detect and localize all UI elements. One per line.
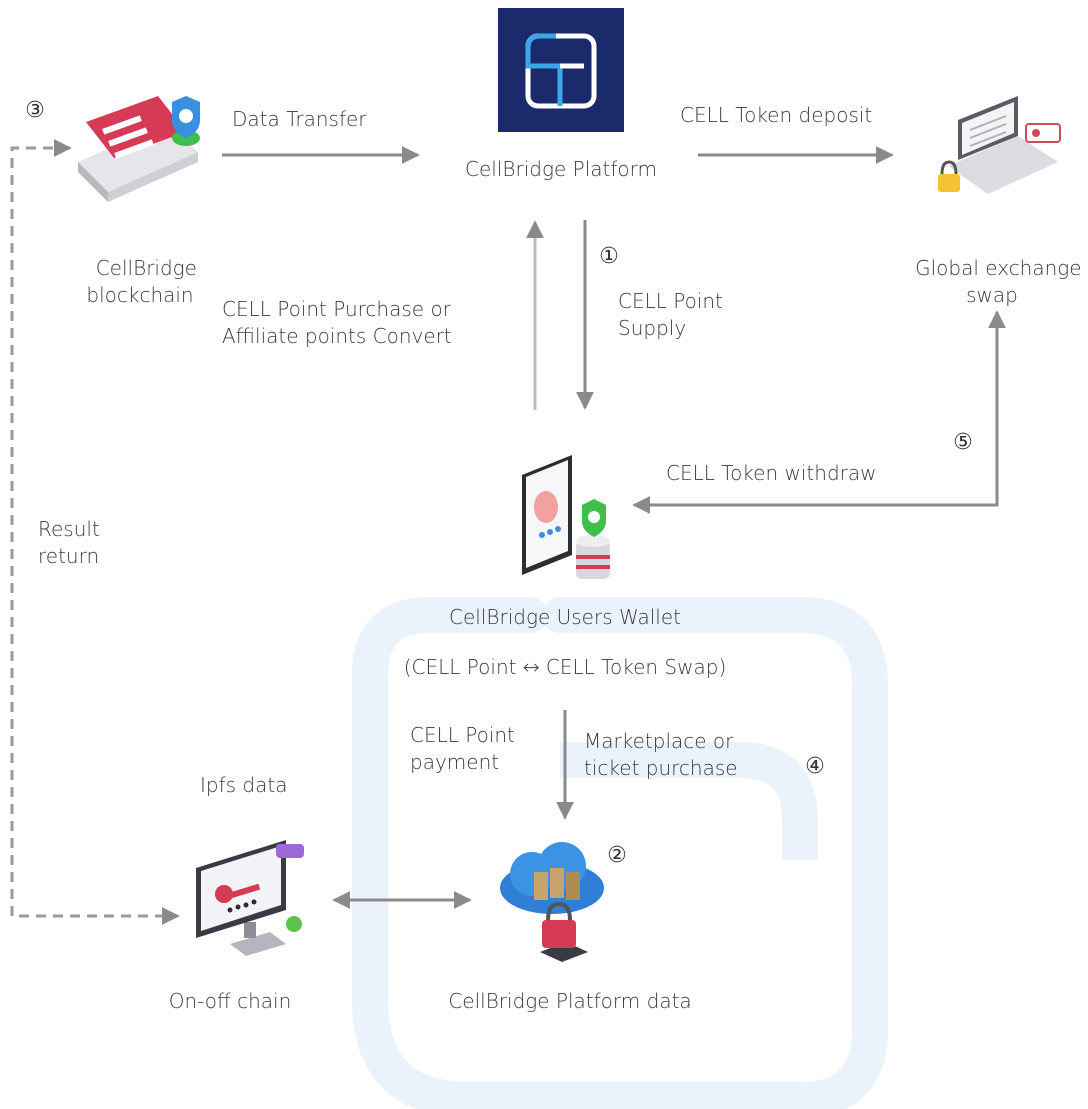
ipfs-data-label: Ipfs data <box>200 773 288 797</box>
data-transfer-label: Data Transfer <box>232 107 367 131</box>
wallet-label: CellBridge Users Wallet <box>449 605 681 629</box>
wallet-sublabel: (CELL Point ↔ CELL Token Swap) <box>403 655 727 679</box>
marketplace-label: Marketplace or ticket purchase <box>584 729 738 780</box>
arrow-token-withdraw <box>632 310 1006 514</box>
onoff-monitor-icon <box>190 840 310 960</box>
cellbridge-logo <box>498 8 624 132</box>
blockchain-label: CellBridge blockchain <box>60 228 220 309</box>
blockchain-server-icon <box>68 92 208 212</box>
token-withdraw-label: CELL Token withdraw <box>666 461 877 485</box>
blockchain-label-text: CellBridge blockchain <box>86 256 197 307</box>
exchange-laptop-icon <box>928 96 1068 208</box>
platform-label: CellBridge Platform <box>465 157 657 181</box>
step-5-badge: ⑤ <box>953 430 973 455</box>
exchange-label-text: Global exchange swap <box>915 256 1082 307</box>
platform-data-label: CellBridge Platform data <box>448 989 692 1013</box>
result-return-label: Result return <box>38 517 100 568</box>
cloud-data-icon <box>492 838 612 968</box>
step-1-badge: ① <box>599 244 619 269</box>
token-deposit-label: CELL Token deposit <box>680 103 873 127</box>
step-3-badge: ③ <box>25 98 45 123</box>
point-supply-label: CELL Point Supply <box>618 289 723 340</box>
step-2-badge: ② <box>607 843 627 868</box>
onoff-label: On-off chain <box>168 989 292 1013</box>
step-4-badge: ④ <box>805 754 825 779</box>
point-purchase-label: CELL Point Purchase or Affiliate points … <box>222 297 452 348</box>
wallet-phone-icon <box>512 455 622 585</box>
arrow-result-return <box>10 139 180 925</box>
point-payment-label: CELL Point payment <box>410 723 515 774</box>
exchange-label: Global exchange swap <box>900 228 1084 309</box>
